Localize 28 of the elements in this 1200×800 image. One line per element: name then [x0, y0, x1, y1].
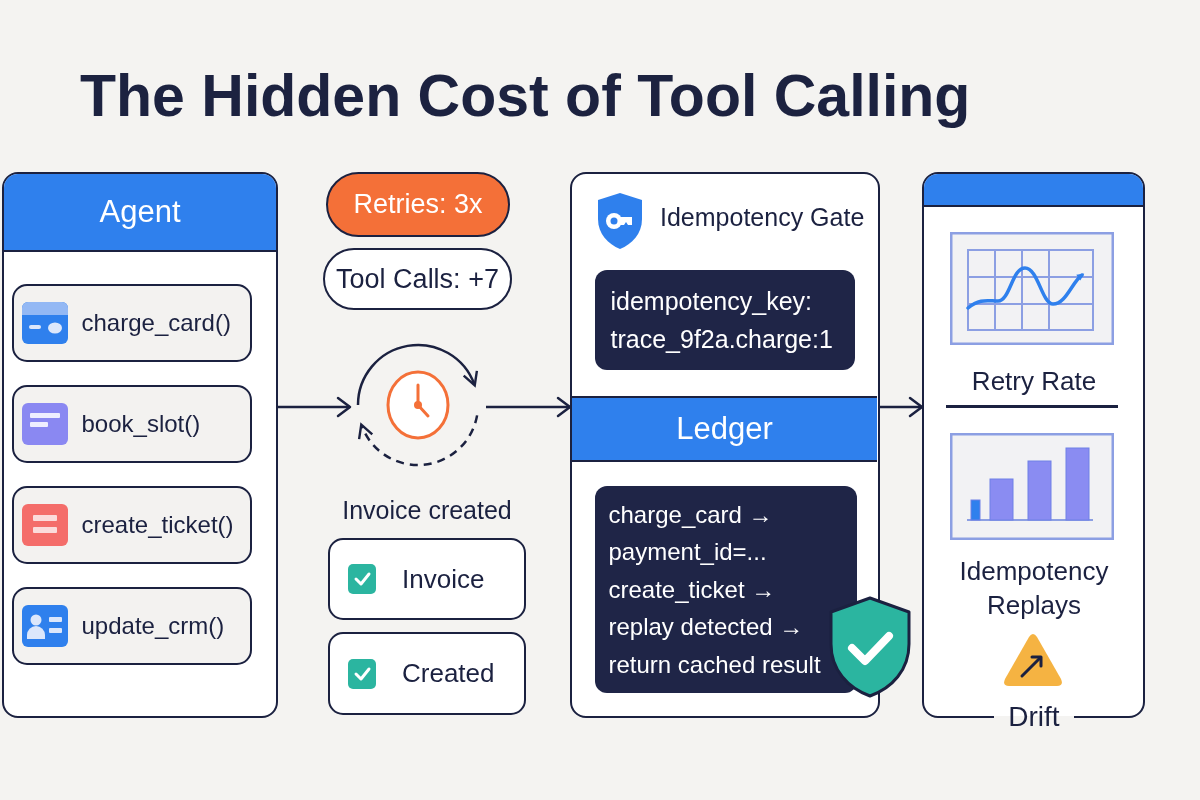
- tool-item: [11, 384, 252, 463]
- header-band: Ledger: [572, 395, 877, 462]
- chart-caption: Idempotency Replays: [958, 555, 1110, 622]
- status-card: [328, 538, 526, 620]
- arrow: [486, 396, 572, 418]
- panel-title: Idempotency Gate: [660, 202, 865, 232]
- counter-pill: Retries: 3x: [326, 172, 510, 237]
- panel: [570, 172, 880, 718]
- page-title: The Hidden Cost of Tool Calling: [80, 64, 971, 128]
- section-caption: Invoice created: [341, 495, 513, 526]
- arrow: [880, 396, 924, 418]
- counter-pill: Tool Calls: +7: [323, 248, 512, 310]
- function-name: charge_card(): [81, 308, 231, 337]
- function-name: create_ticket(): [81, 510, 234, 539]
- status-label: Created: [402, 658, 495, 689]
- function-name: book_slot(): [81, 409, 201, 438]
- tool-item: [11, 586, 252, 665]
- code-block: charge_card → payment_id=... create_ticket → replay detected → return cached result: [594, 485, 857, 693]
- status-label: Invoice: [402, 563, 485, 595]
- panel-title: Agent: [99, 194, 181, 230]
- function-name: update_crm(): [81, 611, 225, 640]
- chart-caption: Retry Rate: [970, 365, 1098, 398]
- tool-item: [11, 283, 252, 362]
- tool-item: [11, 485, 252, 564]
- code-block: idempotency_key: trace_9f2a.charge:1: [594, 269, 855, 370]
- arrow: [278, 396, 352, 418]
- panel: [2, 172, 278, 718]
- status-card: [328, 632, 526, 715]
